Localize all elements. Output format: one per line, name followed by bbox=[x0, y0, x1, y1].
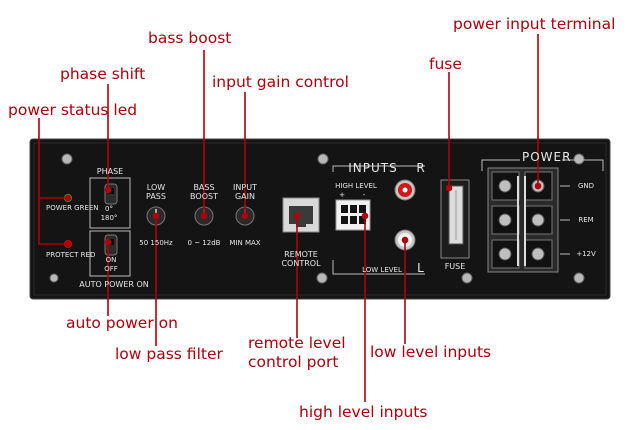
callout-input-gain-control: input gain control bbox=[212, 73, 349, 91]
callout-low-pass-filter: low pass filter bbox=[115, 345, 223, 363]
callout-high-level-inputs: high level inputs bbox=[299, 403, 428, 421]
input-gain-label-2: GAIN bbox=[234, 192, 255, 201]
high-level-minus: - bbox=[362, 191, 366, 199]
panel-face bbox=[29, 138, 611, 300]
power-panel-label: POWER bbox=[522, 150, 572, 164]
inputs-l-label: L bbox=[417, 261, 425, 275]
remote-control-label-1: REMOTE bbox=[284, 250, 318, 259]
phase-180-label: 180° bbox=[100, 214, 118, 222]
bass-boost-label-1: BASS bbox=[193, 183, 215, 192]
bass-boost-label-2: BOOST bbox=[190, 192, 218, 201]
off-label: OFF bbox=[104, 265, 118, 273]
callout-auto-power-on: auto power on bbox=[66, 314, 178, 332]
screw-icon bbox=[49, 153, 585, 284]
input-gain-label-1: INPUT bbox=[233, 183, 257, 192]
auto-power-on-label: AUTO POWER ON bbox=[79, 280, 149, 289]
protect-red-label: PROTECT RED bbox=[46, 251, 96, 259]
low-level-label: LOW LEVEL bbox=[362, 266, 402, 274]
callout-power-status-led: power status led bbox=[8, 101, 138, 119]
callout-power-input-terminal: power input terminal bbox=[453, 15, 616, 33]
phase-0-label: 0° bbox=[105, 205, 113, 213]
callout-bass-boost: bass boost bbox=[148, 29, 232, 47]
leader-lines bbox=[38, 34, 542, 402]
inputs-label: INPUTS bbox=[348, 161, 398, 175]
rca-right-jack bbox=[394, 179, 416, 201]
remote-control-label-2: CONTROL bbox=[281, 259, 321, 268]
high-level-label: HIGH LEVEL bbox=[335, 182, 377, 190]
callout-low-level-inputs: low level inputs bbox=[370, 343, 492, 361]
low-pass-range: 50 150Hz bbox=[139, 239, 173, 247]
bass-boost-range: 0 ~ 12dB bbox=[187, 239, 221, 247]
callout-remote-level-line1: remote level bbox=[248, 334, 346, 352]
on-label: ON bbox=[105, 256, 117, 264]
callout-phase-shift: phase shift bbox=[60, 65, 146, 83]
callout-fuse: fuse bbox=[429, 55, 462, 73]
power-green-label: POWER GREEN bbox=[46, 204, 99, 212]
fuse-panel-label: FUSE bbox=[444, 262, 466, 271]
low-pass-label-2: PASS bbox=[146, 192, 166, 201]
inputs-r-label: R bbox=[416, 161, 426, 175]
callout-remote-level-line2: control port bbox=[248, 353, 339, 371]
plus-12v-label: +12V bbox=[576, 250, 596, 258]
phase-label: PHASE bbox=[96, 167, 124, 176]
gnd-label: GND bbox=[577, 182, 595, 190]
rem-label: REM bbox=[578, 216, 594, 224]
high-level-plus: + bbox=[339, 191, 345, 199]
low-pass-label-1: LOW bbox=[146, 183, 166, 192]
input-gain-range: MIN MAX bbox=[229, 239, 261, 247]
